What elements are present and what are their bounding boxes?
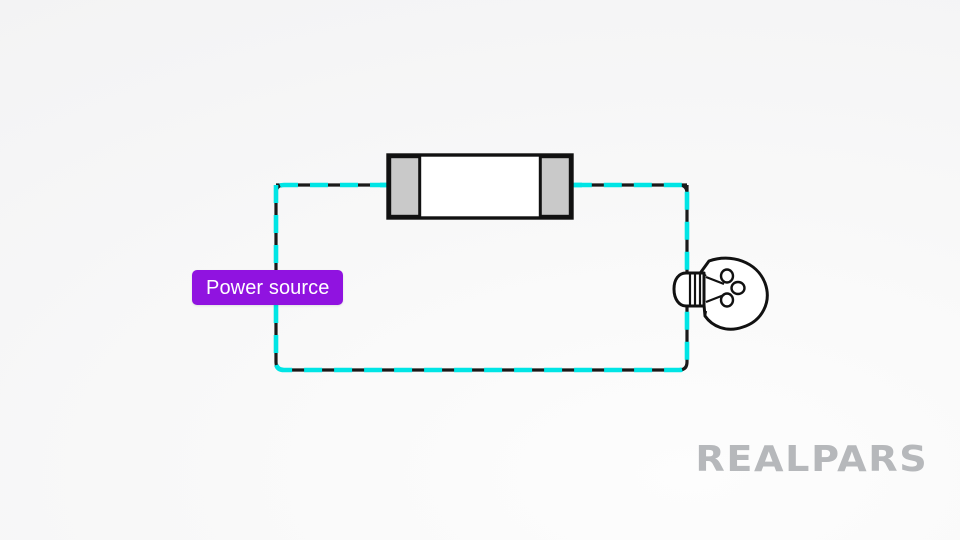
bulb-filament	[719, 268, 746, 308]
fuse-cap-right	[538, 155, 572, 218]
bulb-base-threads	[688, 272, 702, 307]
wire-loop-path	[274, 185, 689, 372]
light-bulb-component[interactable]	[672, 256, 769, 331]
realpars-logo-text: REALPARS	[695, 439, 929, 480]
realpars-logo: REALPARS	[696, 442, 927, 478]
fuse-component[interactable]	[386, 153, 574, 220]
fuse-cap-left	[388, 155, 422, 218]
power-source-label[interactable]: Power source	[192, 270, 344, 305]
power-source-label-text: Power source	[206, 276, 330, 299]
